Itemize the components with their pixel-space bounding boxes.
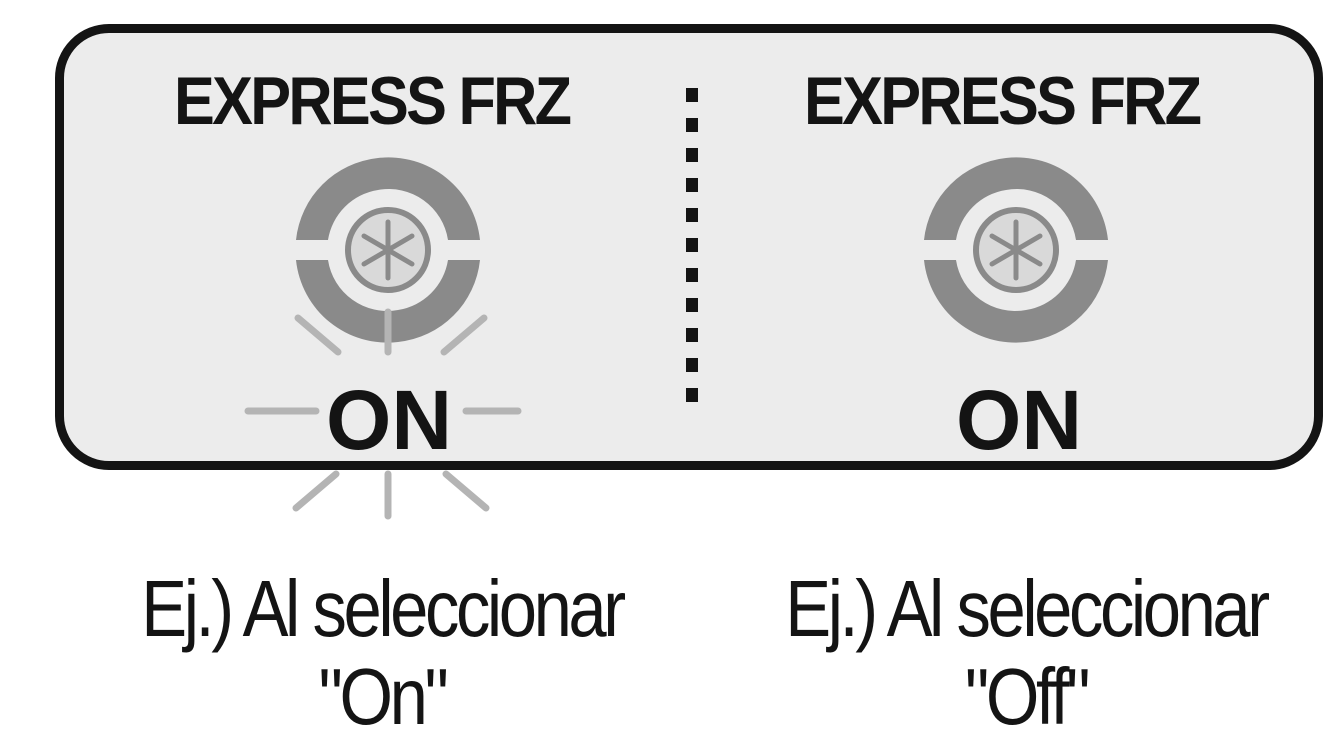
left-caption-line1: Ej.) Al seleccionar [141, 564, 626, 653]
dotted-divider [686, 88, 698, 404]
right-fan-icon [924, 157, 1108, 343]
right-caption-line2: "Off" [964, 652, 1091, 741]
right-title: EXPRESS FRZ [803, 63, 1202, 139]
left-fan-icon [296, 157, 480, 343]
left-title: EXPRESS FRZ [173, 63, 572, 139]
left-status: ON [326, 373, 452, 467]
right-caption-line1: Ej.) Al seleccionar [785, 564, 1270, 653]
left-caption-line2: "On" [318, 652, 449, 741]
left-caption: Ej.) Al seleccionar "On" [115, 565, 648, 741]
right-status: ON [956, 373, 1082, 467]
right-caption: Ej.) Al seleccionar "Off" [759, 565, 1292, 741]
